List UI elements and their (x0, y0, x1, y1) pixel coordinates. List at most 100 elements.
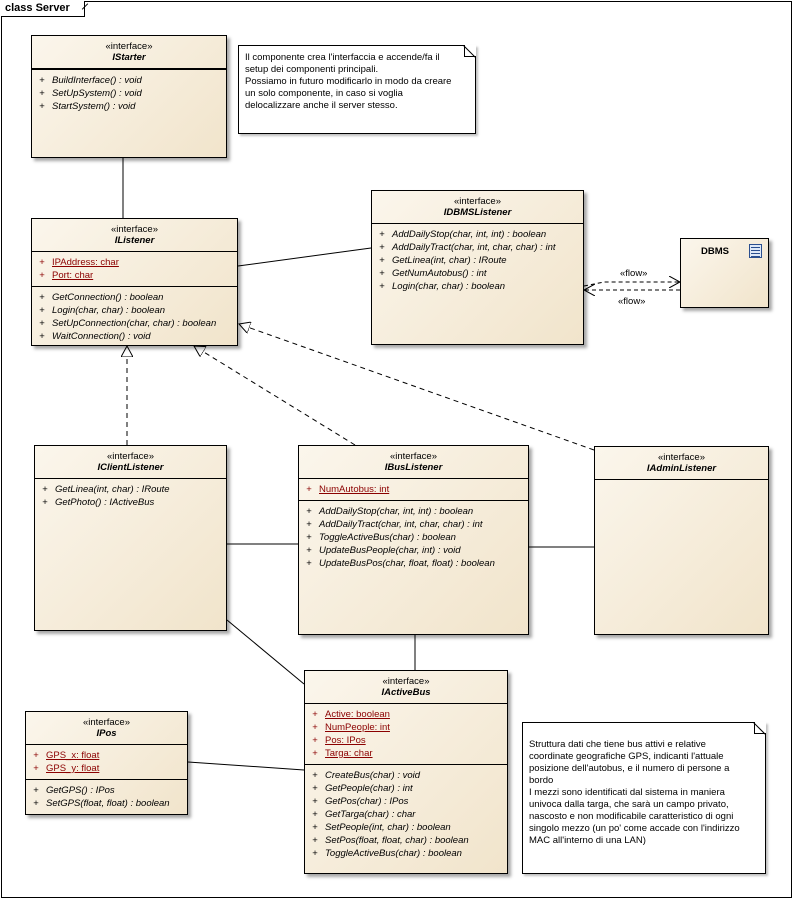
class-iactivebus[interactable]: «interface» IActiveBus +Active: boolean+… (304, 670, 508, 874)
visibility-marker: + (306, 506, 312, 517)
visibility-marker: + (39, 257, 45, 268)
operation-row: +StartSystem() : void (32, 100, 226, 113)
assoc-iclient-iactivebus (226, 619, 305, 685)
operation-text: AddDailyTract(char, int, char, char) : i… (392, 242, 556, 253)
visibility-marker: + (379, 242, 385, 253)
note-line: delocalizzare anche il server stesso. (245, 100, 398, 111)
operation-row: +SetUpConnection(char, char) : boolean (32, 317, 237, 330)
visibility-marker: + (39, 305, 45, 316)
class-name: IPos (96, 728, 117, 739)
visibility-marker: + (39, 270, 45, 281)
note-fold-icon (464, 45, 476, 57)
assoc-ilistener-idbmslistener (237, 247, 372, 267)
operation-text: SetUpConnection(char, char) : boolean (52, 318, 217, 329)
class-ilistener[interactable]: «interface» IListener +IPAddress: char+P… (31, 218, 238, 346)
visibility-marker: + (312, 796, 318, 807)
attribute-text: Port: char (52, 270, 94, 281)
attribute-row: +IPAddress: char (32, 256, 237, 269)
visibility-marker: + (306, 532, 312, 543)
operation-text: GetPeople(char) : int (325, 783, 413, 794)
operation-row: +BuildInterface() : void (32, 74, 226, 87)
attribute-row: +NumPeople: int (305, 721, 507, 734)
class-ipos[interactable]: «interface» IPos +GPS_x: float+GPS_y: fl… (25, 711, 188, 815)
note-fold-icon (754, 722, 766, 734)
attribute-text: GPS_x: float (46, 750, 100, 761)
class-istarter[interactable]: «interface» IStarter +BuildInterface() :… (31, 35, 227, 158)
attribute-text: Targa: char (325, 748, 373, 759)
operations-section: +BuildInterface() : void+ SetUpSystem() :… (32, 70, 226, 117)
attributes-section: + NumAutobus: int (299, 479, 528, 501)
flow-label-lower: «flow» (618, 296, 646, 307)
operation-row: +UpdateBusPeople(char, int) : void (299, 544, 528, 557)
operation-row: +Login(char, char) : boolean (372, 280, 583, 293)
visibility-marker: + (39, 75, 45, 86)
class-ibuslistener[interactable]: «interface» IBusListener +NumAutobus: in… (298, 445, 529, 635)
operation-row: + GetPeople(char) : int (305, 782, 507, 795)
operation-text: StartSystem() : void (52, 101, 136, 112)
operation-text: GetConnection() : boolean (52, 292, 164, 303)
operations-section: + GetLinea(int, char) : IRoute+GetPhoto()… (35, 479, 226, 513)
operation-row: +ToggleActiveBus(char) : boolean (305, 847, 507, 860)
operations-section: +AddDailyStop(char, int, int) : boolean+… (299, 501, 528, 574)
class-name: IActiveBus (381, 687, 431, 698)
visibility-marker: + (312, 709, 318, 720)
attribute-row: + Targa: char (305, 747, 507, 760)
note-line: posizione dell'autobus, e il numero di p… (529, 763, 730, 774)
visibility-marker: + (379, 268, 385, 279)
visibility-marker: + (312, 822, 318, 833)
operations-section: + GetGPS() : IPos+SetGPS(float, float) : … (26, 780, 187, 814)
operation-text: SetUpSystem() : void (52, 88, 142, 99)
operation-row: +Login(char, char) : boolean (32, 304, 237, 317)
assoc-ipos-iactivebus (187, 761, 305, 771)
visibility-marker: + (379, 255, 385, 266)
operation-row: +SetGPS(float, float) : boolean (26, 797, 187, 810)
note-line: nascosto e non modificabile caratteristi… (529, 811, 734, 822)
operation-text: Login(char, char) : boolean (392, 281, 506, 292)
note-activebus: Struttura dati che tiene bus attivi e re… (522, 722, 766, 874)
visibility-marker: + (33, 798, 39, 809)
frame-title: class Server (1, 1, 85, 17)
operation-row: +GetLinea(int, char) : IRoute (372, 254, 583, 267)
operation-text: GetTarga(char) : char (325, 809, 416, 820)
dbms-title: DBMS (701, 246, 729, 257)
visibility-marker: + (33, 750, 39, 761)
visibility-marker: + (312, 783, 318, 794)
attribute-row: + GPS_x: float (26, 749, 187, 762)
class-idbmslistener[interactable]: «interface» IDBMSListener +AddDailyStop(… (371, 190, 584, 345)
operation-text: CreateBus(char) : void (325, 770, 421, 781)
operation-text: GetGPS() : IPos (46, 785, 115, 796)
operation-text: GetNumAutobus() : int (392, 268, 487, 279)
operation-text: ToggleActiveBus(char) : boolean (319, 532, 456, 543)
class-name: IDBMSListener (443, 207, 512, 218)
note-line: setup dei componenti principali. (245, 64, 379, 75)
operation-text: AddDailyStop(char, int, int) : boolean (392, 229, 547, 240)
note-line: Struttura dati che tiene bus attivi e re… (529, 739, 706, 750)
class-iclientlistener[interactable]: «interface» IClientListener +GetLinea(in… (34, 445, 227, 631)
stereotype-label: «interface» (106, 451, 154, 462)
operation-row: + GetNumAutobus() : int (372, 267, 583, 280)
note-line: Possiamo in futuro modificarlo in modo d… (245, 76, 452, 87)
operation-text: GetLinea(int, char) : IRoute (55, 484, 170, 495)
visibility-marker: + (306, 484, 312, 495)
class-iadminlistener[interactable]: «interface» IAdminListener (594, 446, 769, 635)
operation-row: + ToggleActiveBus(char) : boolean (299, 531, 528, 544)
visibility-marker: + (312, 770, 318, 781)
operation-row: +GetPhoto() : IActiveBus (35, 496, 226, 509)
attribute-text: NumAutobus: int (319, 484, 390, 495)
attribute-row: + Port: char (32, 269, 237, 282)
visibility-marker: + (312, 722, 318, 733)
note-line: Il componente crea l'interfaccia e accen… (245, 52, 440, 63)
component-dbms[interactable]: DBMS (680, 238, 769, 308)
note-line: singolo mezzo (un po' come accade con l'… (529, 823, 740, 834)
stereotype-label: «interface» (105, 41, 153, 52)
visibility-marker: + (39, 88, 45, 99)
operation-row: +SetPos(float, float, char) : boolean (305, 834, 507, 847)
attribute-text: Pos: IPos (325, 735, 366, 746)
attribute-row: +Active: boolean (305, 708, 507, 721)
visibility-marker: + (42, 497, 48, 508)
note-line: coordinate geografiche GPS, indicanti l'… (529, 751, 724, 762)
attributes-section: +IPAddress: char+ Port: char (32, 252, 237, 287)
attribute-text: GPS_y: float (46, 763, 100, 774)
visibility-marker: + (312, 748, 318, 759)
